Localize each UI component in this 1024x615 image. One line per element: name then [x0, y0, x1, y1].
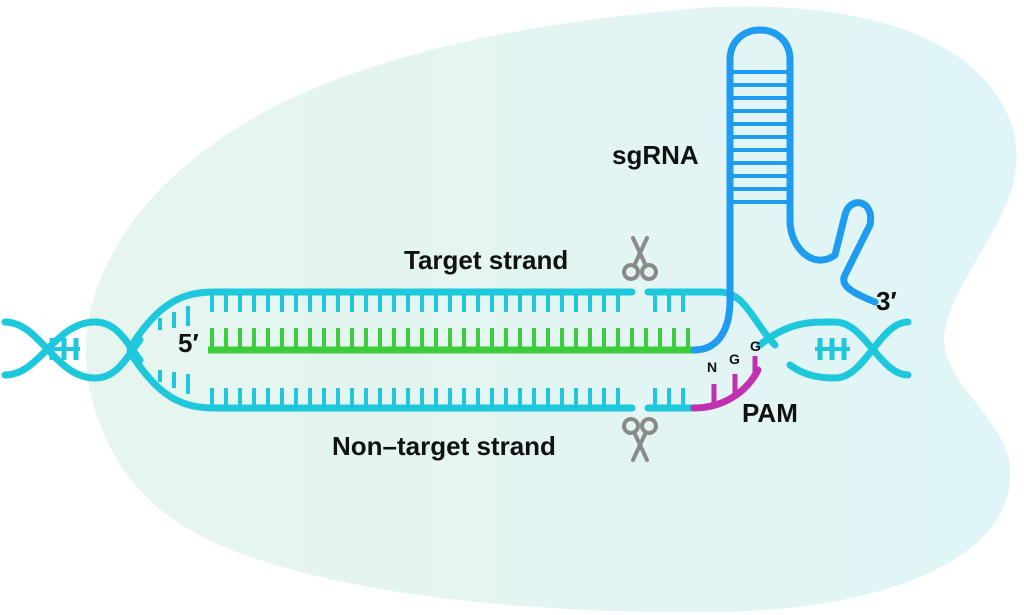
pam-base-g1: G	[729, 351, 740, 367]
background-blob	[85, 6, 1017, 613]
five-prime-label: 5′	[178, 328, 199, 358]
target-strand-label: Target strand	[404, 245, 568, 275]
scissors-icon	[622, 417, 658, 462]
pam-label: PAM	[742, 398, 798, 428]
sgrna-label: sgRNA	[612, 140, 699, 170]
dna-right-twist-strand	[756, 318, 912, 379]
dna-left-twist-strand	[1, 318, 144, 379]
non-target-strand-backbone	[126, 348, 636, 412]
scissors-icon	[622, 236, 658, 281]
three-prime-label: 3′	[876, 286, 897, 316]
dna-right-twist-strand	[786, 318, 912, 382]
dna-left-twist-strand	[1, 318, 144, 382]
non-target-strand-label: Non–target strand	[332, 431, 556, 461]
dna-double-helix	[1, 288, 912, 412]
sgrna-backbone	[690, 26, 879, 354]
target-strand-backbone	[644, 288, 779, 349]
pam-base-g2: G	[750, 338, 761, 354]
sgrna-hairpin	[690, 26, 879, 354]
pam-base-n: N	[707, 359, 717, 375]
target-strand-backbone	[126, 288, 636, 352]
